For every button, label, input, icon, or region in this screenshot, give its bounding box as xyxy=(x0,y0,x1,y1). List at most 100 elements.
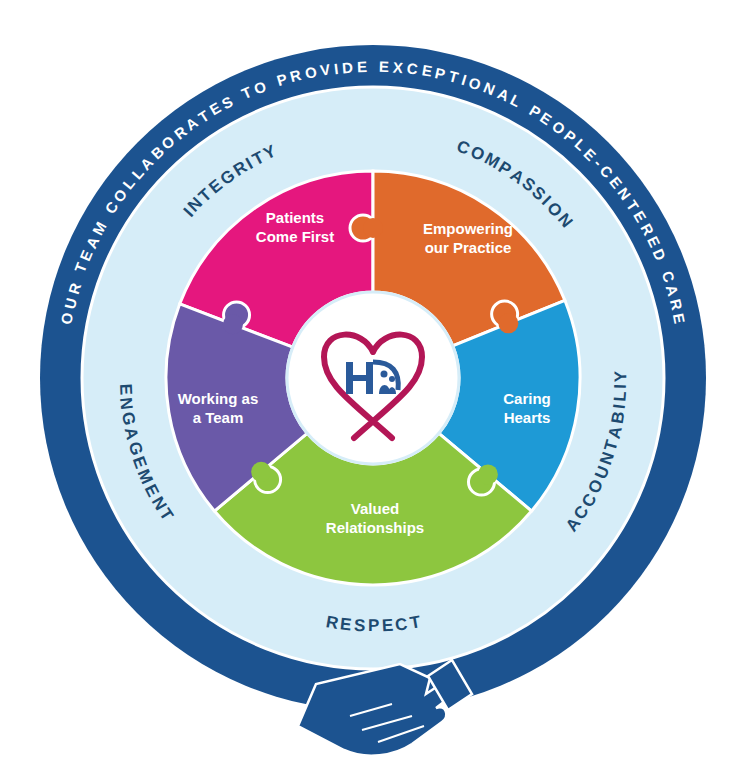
ring-letter: N xyxy=(554,210,575,230)
ring-letter: Y xyxy=(261,142,278,162)
ring-letter: S xyxy=(529,184,549,204)
ring-letter: O xyxy=(467,74,483,92)
ring-letter: R xyxy=(668,298,685,312)
ring-letter: E xyxy=(339,615,352,633)
ring-letter: L xyxy=(120,176,137,193)
puzzle-pieces xyxy=(166,171,580,585)
ring-letter: N xyxy=(482,80,498,98)
ring-letter: S xyxy=(219,93,235,111)
ring-letter: I xyxy=(611,403,628,410)
ring-text: RESPECT xyxy=(82,87,664,669)
ring-letter: C xyxy=(102,199,120,216)
wheel-node: Caring Hearts xyxy=(487,389,567,428)
ring-letter: E xyxy=(130,454,150,470)
ring-text: ENGAGEMENT xyxy=(82,87,664,669)
ring-letter: O xyxy=(303,64,317,81)
ring-letter: P xyxy=(562,127,579,145)
ring-text: INTEGRITY xyxy=(82,87,664,669)
ring-letter: E xyxy=(77,248,95,263)
ring-letter: A xyxy=(122,426,141,442)
ring-text: OUR TEAM COLLABORATES TO PROVIDE EXCEPTI… xyxy=(40,45,706,711)
ring-letter: R xyxy=(171,124,189,142)
ring-letter: N xyxy=(615,185,634,203)
ring-letter: L xyxy=(129,165,146,182)
puzzle-knob-neck xyxy=(498,313,518,333)
ring-letter: E xyxy=(116,383,134,395)
ring-letter: D xyxy=(651,247,669,263)
ring-letter: T xyxy=(196,107,212,125)
puzzle-knob-neck xyxy=(363,218,383,238)
wheel-node: Patients Come First xyxy=(247,208,343,247)
ring-letter: N xyxy=(185,194,206,215)
ring-letter: S xyxy=(519,175,538,195)
puzzle-piece xyxy=(166,304,307,511)
ring-letter: A xyxy=(137,154,155,172)
ring-letter: T xyxy=(240,84,254,101)
ring-letter: E xyxy=(538,110,555,128)
ring-letter: I xyxy=(539,193,554,208)
puzzle-knob-neck xyxy=(251,462,271,482)
ring-letter: T xyxy=(250,148,267,168)
ring-letter: E xyxy=(381,617,393,635)
ring-letter: I xyxy=(333,60,339,75)
ring-letter: O xyxy=(544,198,565,219)
ring-letter: A xyxy=(664,283,681,298)
ring-letter: O xyxy=(58,311,75,325)
ring-letter: G xyxy=(217,167,238,189)
ring-letter: V xyxy=(319,62,331,78)
ring-letter: L xyxy=(572,136,589,153)
ring-letter: E xyxy=(357,59,368,74)
ring-letter: M xyxy=(90,219,109,237)
ring-letter: C xyxy=(455,137,473,157)
ring-letter: P xyxy=(275,71,289,88)
ring-letter: P xyxy=(496,158,515,178)
ring-letter: E xyxy=(645,234,663,250)
ring-letter: R xyxy=(289,67,303,84)
ring-text: COMPASSION xyxy=(82,87,664,669)
ring-letter: T xyxy=(602,438,621,453)
ring-letter: O xyxy=(549,118,567,137)
ring-letter: P xyxy=(434,65,447,82)
wheel-node: INTEGRITYCOMPASSIONACCOUNTABILIYRESPECTE… xyxy=(82,87,664,669)
ring-letter: I xyxy=(460,72,468,88)
ring-letter: E xyxy=(582,145,600,163)
ring-letter xyxy=(232,89,242,104)
ring-letter: T xyxy=(156,506,176,524)
ring-letter: E xyxy=(142,482,162,500)
piece-label: Valued Relationships xyxy=(314,499,436,538)
ring-letter: G xyxy=(125,440,145,458)
ring-letter: Y xyxy=(612,370,629,381)
ring-letter: T xyxy=(409,613,422,632)
ring-letter: E xyxy=(379,59,390,74)
ring-letter: A xyxy=(562,515,583,535)
ring-letter: C xyxy=(659,269,677,284)
wheel-node: OUR TEAM COLLABORATES TO PROVIDE EXCEPTI… xyxy=(40,45,706,711)
ring-letter xyxy=(70,274,86,283)
ring-letter: B xyxy=(608,410,627,425)
ring-letter: A xyxy=(183,115,201,134)
ring-letter: R xyxy=(230,158,249,179)
ring-letter: G xyxy=(119,411,138,427)
ring-letter: O xyxy=(252,78,268,96)
wheel-node: Valued Relationships xyxy=(314,499,436,538)
ring-letter: A xyxy=(605,424,624,440)
ring-letter xyxy=(371,58,375,73)
ring-letter: U xyxy=(592,464,612,482)
ring-letter: A xyxy=(83,234,101,250)
values-ring xyxy=(82,87,664,669)
ring-text: ACCOUNTABILIY xyxy=(82,87,664,669)
ring-letter: I xyxy=(612,384,629,389)
ring-letter: M xyxy=(135,467,156,487)
ring-letter: B xyxy=(148,144,166,162)
ring-letter: O xyxy=(159,133,178,152)
ring-letter: E xyxy=(207,100,223,118)
piece-label: Empowering our Practice xyxy=(409,219,527,258)
ring-letter: E xyxy=(671,313,688,326)
ring-letter: E xyxy=(206,176,226,196)
ring-letter: M xyxy=(482,150,503,172)
ring-letter: N xyxy=(148,493,169,512)
ring-letter: T xyxy=(196,185,215,205)
ring-letter xyxy=(656,261,671,270)
